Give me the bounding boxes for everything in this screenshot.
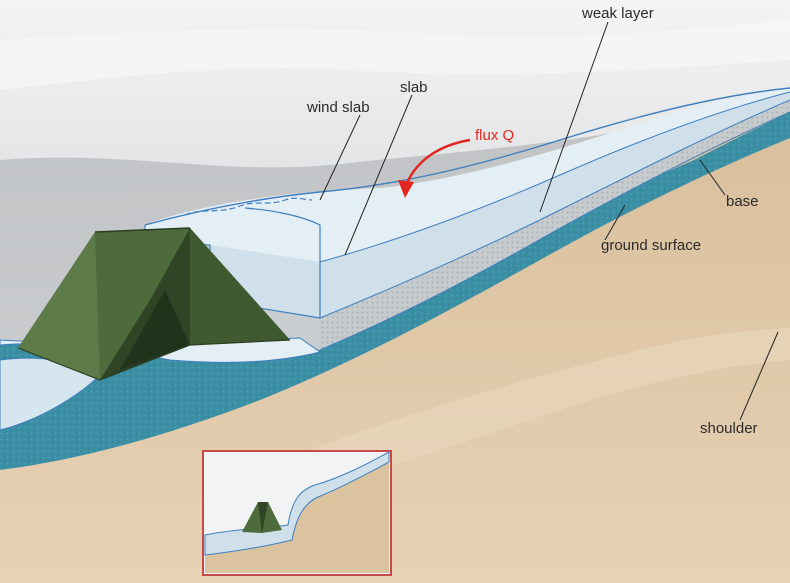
curved-arrow-icon: [398, 138, 471, 198]
weak-layer-bottom-boundary: [319, 111, 790, 351]
leader-shoulder: [739, 331, 779, 421]
leader-base: [699, 159, 726, 196]
inset-tent-icon: [242, 502, 282, 533]
slab-boundary: [319, 91, 790, 263]
label-slab: slab: [400, 79, 428, 96]
inset-overview: [202, 450, 392, 576]
slab-layer: [210, 92, 790, 318]
leader-ground-surface: [604, 204, 626, 241]
label-flux: flux Q: [475, 127, 514, 144]
wind-slab-layer: [145, 88, 790, 262]
label-base: base: [726, 193, 759, 210]
label-shoulder: shoulder: [700, 420, 758, 437]
cloud-streak: [0, 20, 790, 90]
label-ground-surface: ground surface: [601, 237, 701, 254]
ground-highlight: [260, 328, 790, 495]
weak-layer: [320, 100, 790, 350]
base-layer-upper: [0, 112, 790, 440]
weak-layer-top-boundary: [319, 99, 790, 319]
tent-icon: [17, 227, 291, 381]
leader-wind-slab: [319, 114, 361, 201]
leader-weak-layer: [539, 21, 609, 213]
ground-terrain: [0, 118, 790, 583]
leader-slab: [344, 94, 413, 256]
snow-surface-line: [144, 87, 790, 226]
label-wind-slab: wind slab: [306, 99, 370, 116]
label-weak-layer: weak layer: [581, 5, 654, 22]
